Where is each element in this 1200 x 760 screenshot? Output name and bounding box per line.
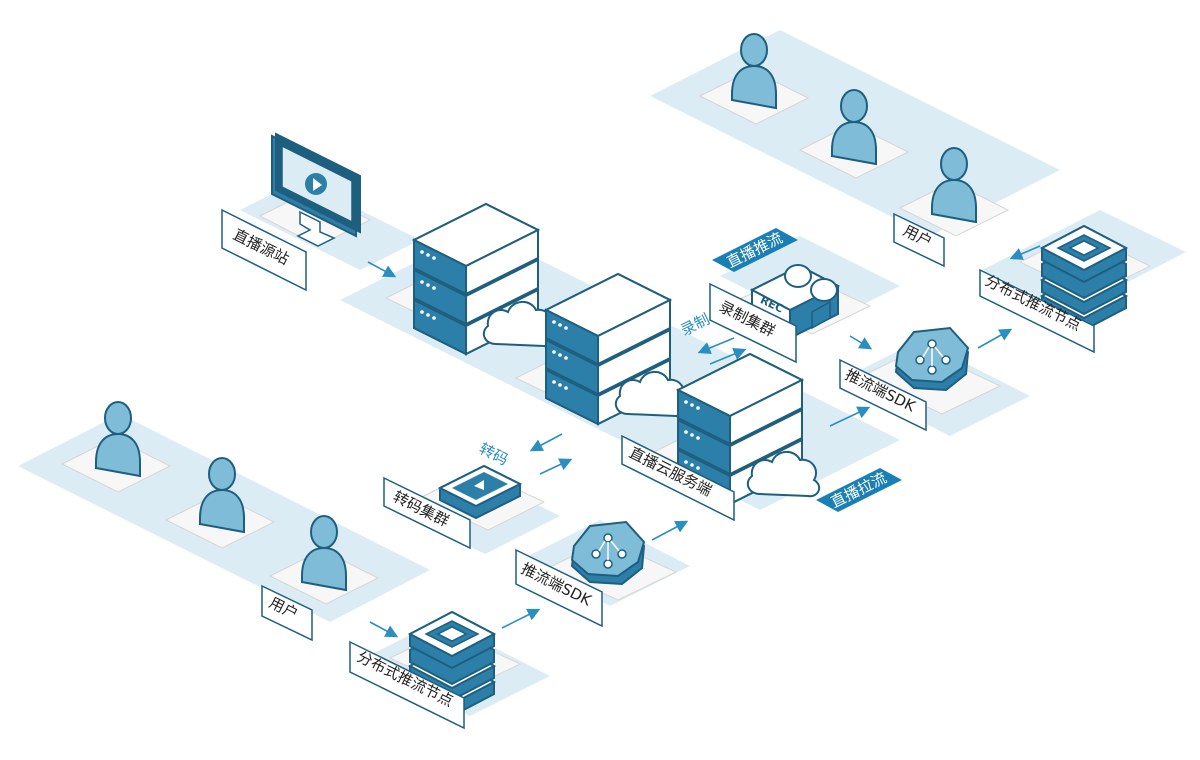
user-icon (95, 401, 141, 477)
arrow-node-left-to-sdk (501, 608, 541, 629)
monitor-icon (271, 132, 361, 247)
arrow-node-to-users-right (1009, 245, 1041, 260)
arrow-transcode-out (539, 458, 573, 475)
recording-label-box: 录制集群 (709, 282, 797, 364)
arrow-record-out (709, 347, 747, 365)
arrow-rec-to-sdk (849, 335, 873, 350)
arrow-record-in (697, 337, 735, 355)
arrow-cloud-to-sdk-right (829, 406, 871, 427)
film-icon (437, 464, 523, 520)
arrow-transcode-in (529, 433, 563, 452)
server-stack-source (413, 203, 557, 355)
record-annotation: 录制 (678, 310, 713, 340)
arrow-sdk-to-node-right (977, 328, 1013, 349)
arrow-users-left-to-node (369, 621, 399, 638)
arrow-sdk-left-to-cloud (651, 520, 689, 541)
sdk-icon (895, 327, 969, 391)
user-right-label-box: 用户 (893, 212, 945, 268)
flow-arrows (367, 245, 1041, 638)
transcode-annotation: 转码 (476, 439, 511, 469)
arrow-source-to-server (367, 261, 397, 278)
